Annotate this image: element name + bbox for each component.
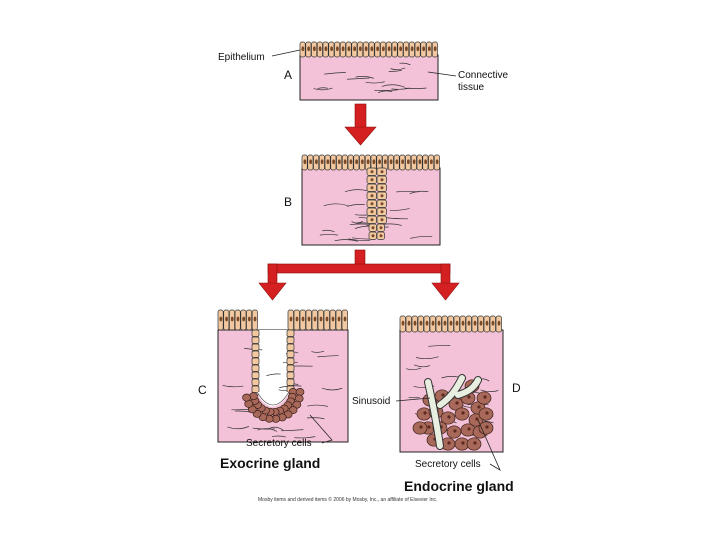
exocrine-secretory-leader [309,414,333,444]
duct-cell [251,371,260,379]
secretory-cell [295,388,305,396]
arrow-to-endocrine [431,282,460,301]
duct-cell [251,364,260,372]
connective-tissue-leader [427,71,457,77]
duct-cell [286,343,295,351]
secretory-cell [242,393,251,402]
sinusoid-leader [395,397,431,402]
duct-cell [251,336,260,344]
epithelium-leader [271,49,301,57]
panel-d-letter: D [512,381,521,395]
connective-tissue-label-line1: Connective [458,70,508,81]
duct-cell [251,378,260,386]
exocrine-secretory-cells [242,388,305,423]
duct-cell [251,343,260,351]
panel-a-epithelium [299,41,438,58]
arrow-a-to-b [344,103,377,146]
duct-cell [251,329,260,337]
duct-cell [286,329,295,337]
copyright-credit: Mosby items and derived items © 2006 by … [258,496,437,503]
endocrine-secretory-cells-label: Secretory cells [415,459,481,470]
branching-arrows [258,249,460,301]
endocrine-gland-title: Endocrine gland [404,478,514,494]
sinusoid-label: Sinusoid [352,396,390,407]
duct-cell [286,336,295,344]
duct-cell [251,385,260,393]
duct-cell [286,350,295,358]
panel-b-epithelium [301,154,440,171]
panel-a-letter: A [284,68,292,82]
exocrine-secretory-cells-label: Secretory cells [246,438,312,449]
duct-cell [286,364,295,372]
panel-c-epithelium [217,309,348,331]
duct-cell [286,371,295,379]
exocrine-gland-title: Exocrine gland [220,455,320,471]
panel-b-tissue [301,154,441,246]
duct-cell [286,378,295,386]
epithelium-label: Epithelium [218,52,265,63]
panel-c-tissue [217,309,349,443]
panel-d-epithelium [399,315,502,333]
duct-cell [286,357,295,365]
endocrine-secretory-leader [477,419,501,471]
connective-tissue-label-line2: tissue [458,82,485,93]
duct-cell [251,357,260,365]
panel-b-invaginating-cord [366,167,387,240]
panel-a-tissue [299,41,439,101]
arrow-to-exocrine [258,282,287,301]
panel-b-letter: B [284,195,292,209]
duct-cell [251,350,260,358]
panel-c-letter: C [198,383,207,397]
panel-d-tissue [399,315,504,453]
